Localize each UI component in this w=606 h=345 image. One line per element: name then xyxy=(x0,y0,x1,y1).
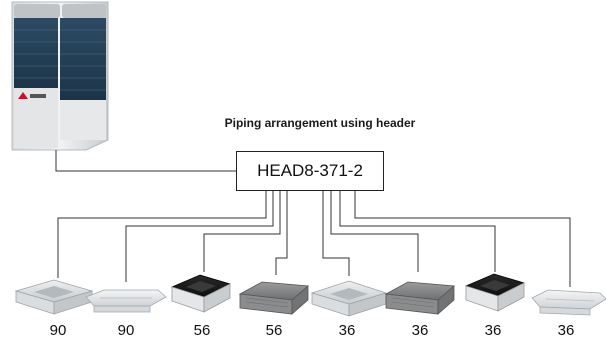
ceiling-cassette-icon xyxy=(312,281,386,316)
compact-cassette-icon xyxy=(172,275,230,312)
header-box: HEAD8-371-2 xyxy=(236,151,384,191)
ducted-unit-icon xyxy=(240,282,308,314)
indoor-unit-capacity: 36 xyxy=(400,322,440,339)
compact-cassette-icon xyxy=(466,274,524,311)
indoor-unit-capacity: 56 xyxy=(182,322,222,339)
diagram-title: Piping arrangement using header xyxy=(200,116,440,130)
under-ceiling-unit-icon xyxy=(86,290,166,312)
ducted-unit-icon xyxy=(386,282,454,314)
indoor-unit-capacity: 36 xyxy=(546,322,586,339)
outdoor-unit-icon xyxy=(12,2,108,150)
indoor-unit-capacity: 90 xyxy=(106,322,146,339)
ceiling-cassette-icon xyxy=(16,280,92,314)
under-ceiling-unit-icon xyxy=(532,290,606,315)
indoor-unit-capacity: 36 xyxy=(473,322,513,339)
indoor-unit-capacity: 56 xyxy=(254,322,294,339)
header-label: HEAD8-371-2 xyxy=(257,161,363,181)
indoor-unit-capacity: 90 xyxy=(38,322,78,339)
branch-pipes xyxy=(58,191,570,287)
indoor-unit-capacity: 36 xyxy=(327,322,367,339)
